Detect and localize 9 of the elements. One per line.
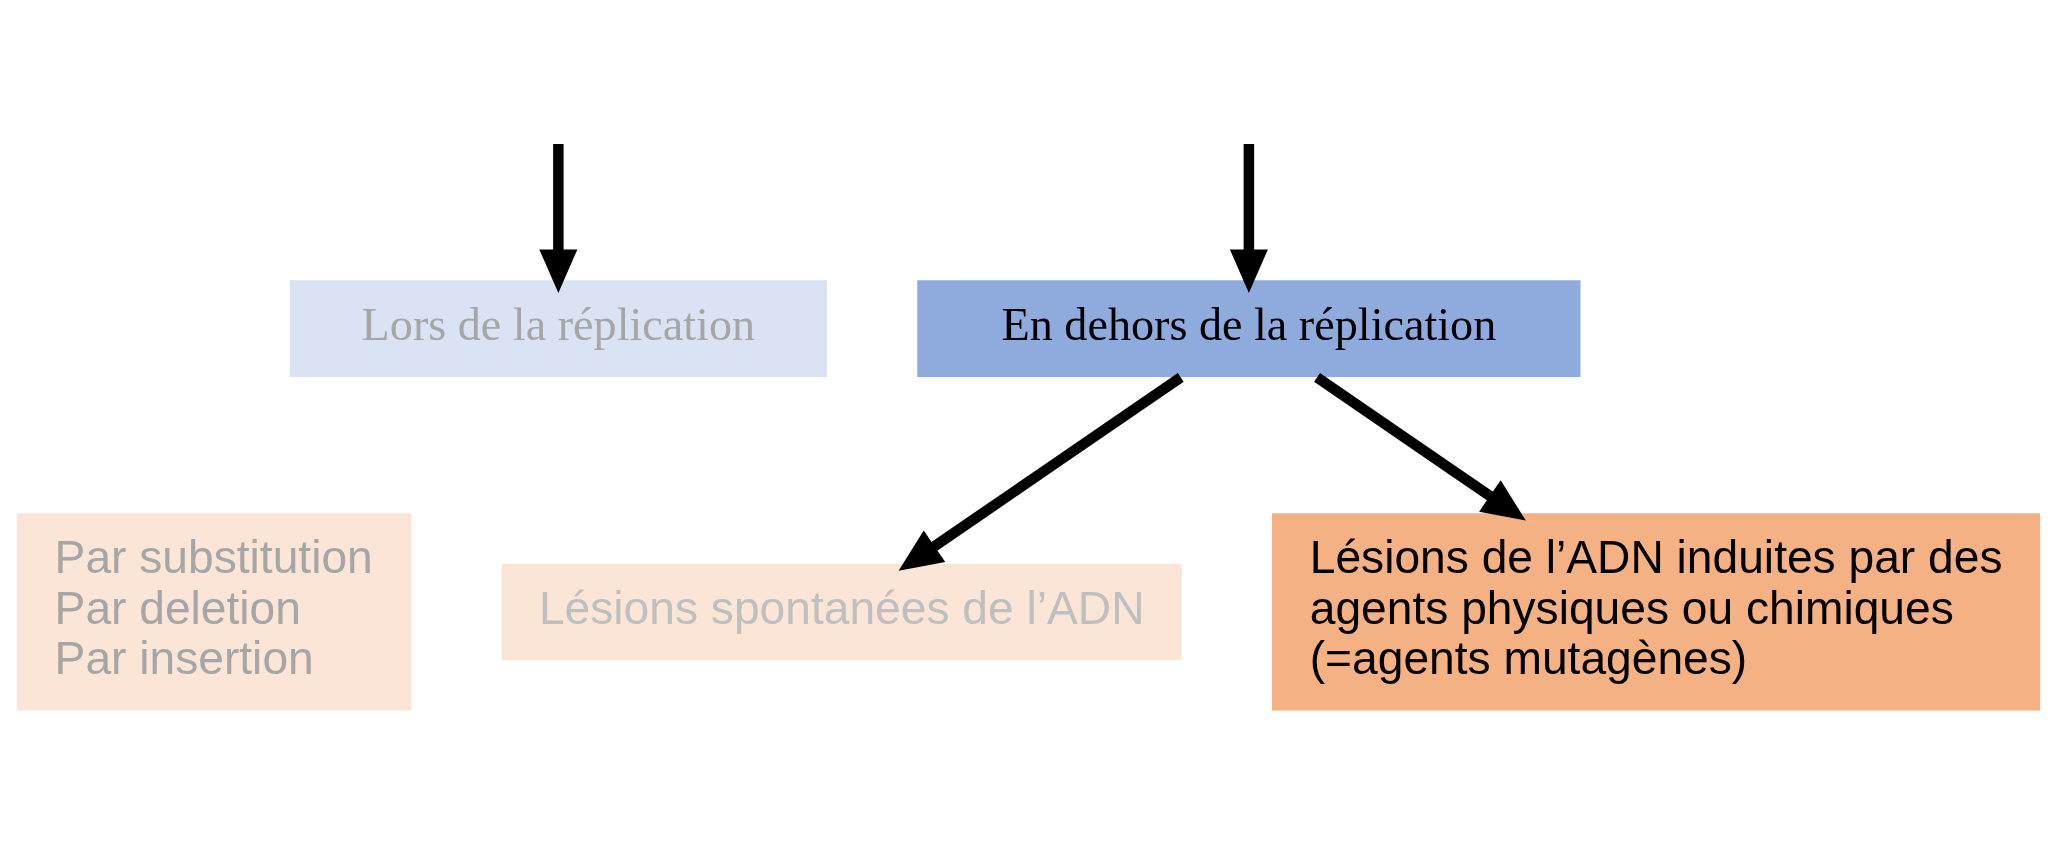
node-box: Par substitution Par deletion Par insertion: [16, 513, 412, 711]
arrow: [1314, 373, 1526, 521]
node-box: En dehors de la réplication: [917, 280, 1581, 377]
node-box: Lésions spontanées de l’ADN: [501, 563, 1182, 661]
arrow: [539, 144, 578, 293]
arrow: [1229, 144, 1268, 293]
node-box: Lors de la réplication: [289, 280, 827, 377]
arrow: [898, 373, 1184, 571]
node-box: Lésions de l’ADN induites par des agents physiques ou chimiques (=agents mutagènes): [1271, 513, 2041, 711]
